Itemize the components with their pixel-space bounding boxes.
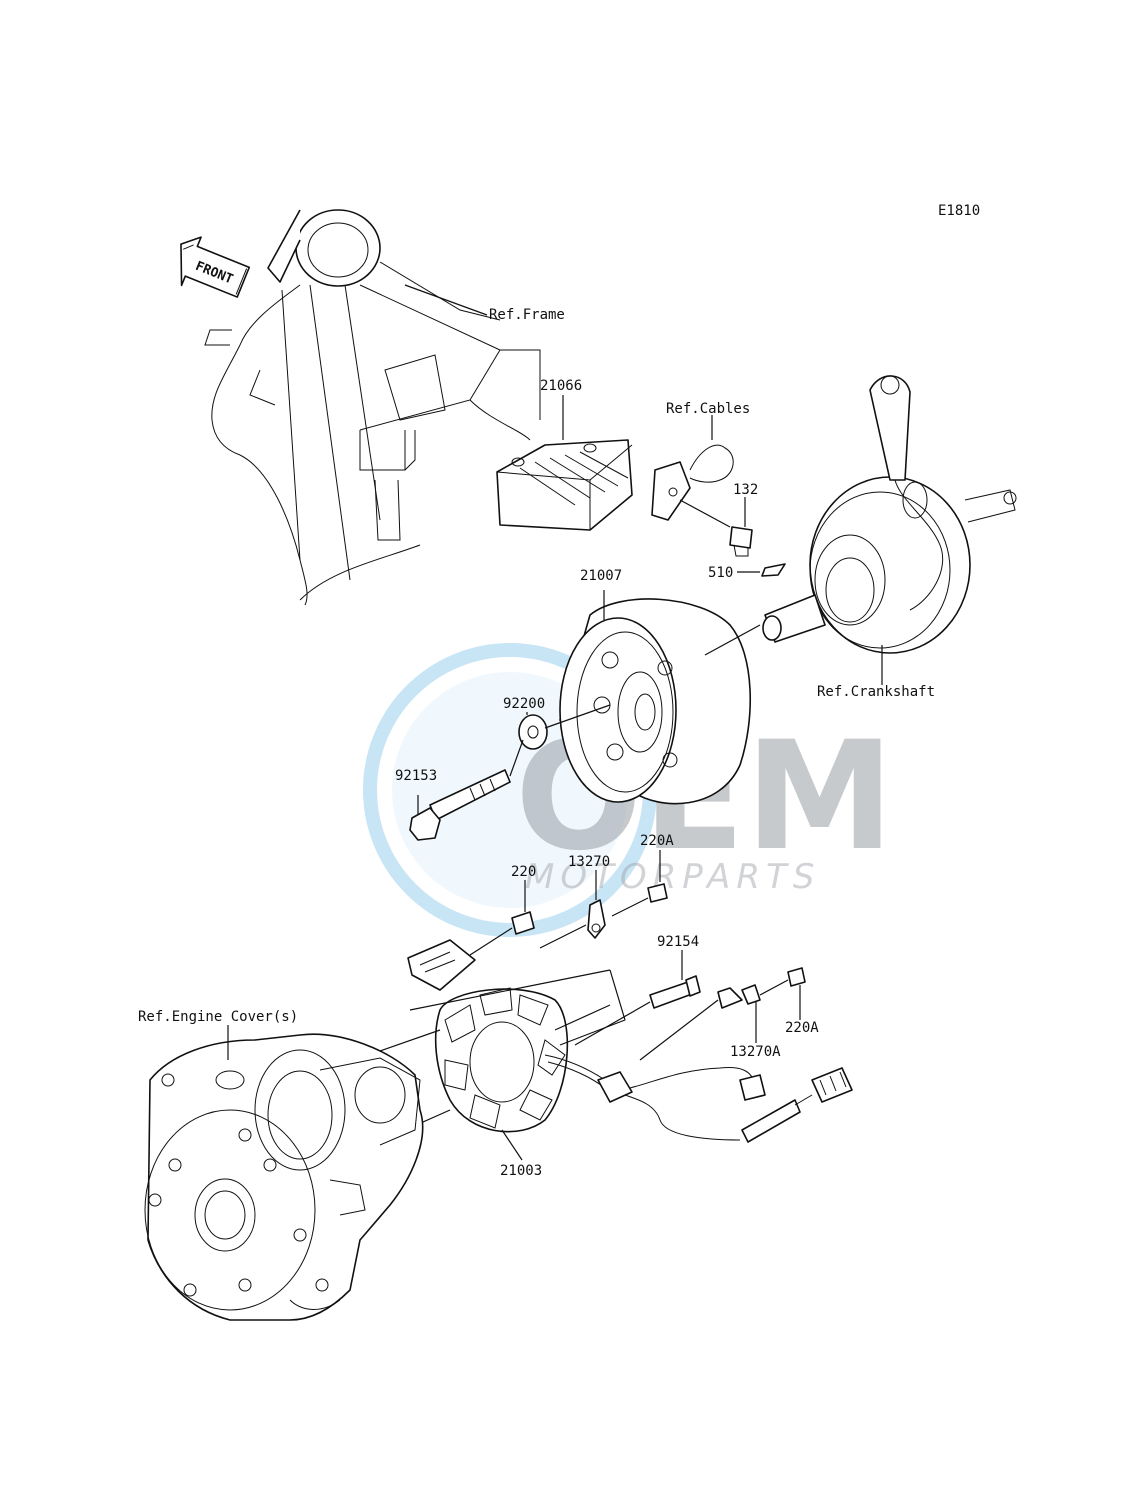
ref-crankshaft-label: Ref.Crankshaft (817, 684, 935, 700)
diagram-code: E1810 (938, 203, 980, 219)
bolt-132 (729, 497, 753, 557)
stator-21003 (407, 939, 606, 1161)
regulator-rectifier-21066 (496, 395, 633, 531)
part-label-92200: 92200 (503, 696, 545, 712)
front-arrow-icon: FRONT (180, 236, 251, 298)
part-label-21007: 21007 (580, 568, 622, 584)
part-label-13270: 13270 (568, 854, 610, 870)
bolt-92154 (574, 950, 701, 1046)
engine-cover-assembly (144, 1025, 424, 1321)
crankshaft-assembly (762, 375, 1017, 685)
clamp-13270 (539, 870, 606, 949)
flywheel-bolt-92153 (409, 739, 524, 841)
ref-cables-label: Ref.Cables (666, 401, 750, 417)
screw-220 (469, 880, 535, 956)
wire-harness (597, 1067, 853, 1143)
part-label-220a-top: 220A (640, 833, 674, 849)
part-label-510: 510 (708, 565, 733, 581)
part-label-13270a: 13270A (730, 1044, 781, 1060)
cable-clamp (651, 415, 734, 528)
part-label-21066: 21066 (540, 378, 582, 394)
washer-92200 (518, 704, 611, 750)
part-label-21003: 21003 (500, 1163, 542, 1179)
screw-220a-top (611, 850, 668, 917)
part-label-220: 220 (511, 864, 536, 880)
watermark-sub-text: MOTORPARTS (525, 857, 820, 897)
part-label-92154: 92154 (657, 934, 699, 950)
ref-engine-cover-label: Ref.Engine Cover(s) (138, 1009, 298, 1025)
flywheel-rotor-21007 (559, 590, 761, 805)
screw-220a-right (759, 967, 806, 1020)
frame-assembly (204, 209, 541, 606)
part-label-132: 132 (733, 482, 758, 498)
clamp-13270a (639, 984, 761, 1061)
woodruff-key-510 (737, 563, 786, 577)
ref-frame-label: Ref.Frame (489, 307, 565, 323)
part-label-220a-right: 220A (785, 1020, 819, 1036)
part-label-92153: 92153 (395, 768, 437, 784)
